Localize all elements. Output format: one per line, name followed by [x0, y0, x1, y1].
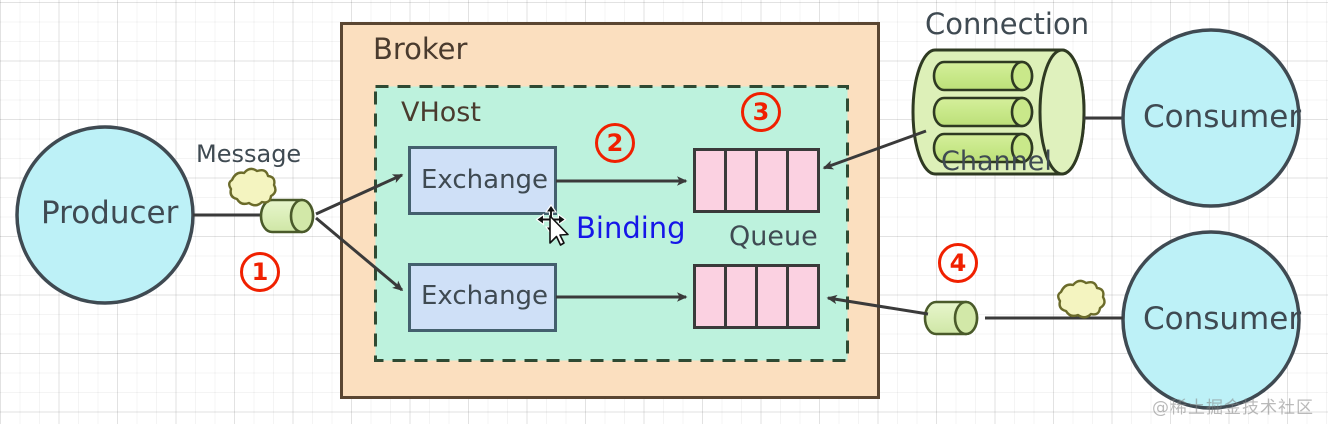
message-label: Message [196, 140, 302, 168]
binding-label: Binding [576, 211, 686, 245]
marker-4: 4 [938, 243, 978, 283]
producer-label: Producer [41, 195, 179, 231]
queue-bottom [693, 264, 820, 329]
marker-3: 3 [741, 92, 781, 132]
exchange-bottom-label: Exchange [421, 281, 549, 311]
marker-1: 1 [240, 252, 280, 292]
channel-producer-cylinder [259, 198, 315, 234]
marker-2: 2 [595, 123, 635, 163]
message-producer-cloud [228, 167, 277, 207]
message-consumer-cloud [1057, 279, 1106, 319]
edge-connection-to-queue-top [822, 129, 927, 170]
broker-label: Broker [373, 32, 468, 66]
channel-label: Channel [941, 146, 1052, 177]
exchange-top-label: Exchange [421, 165, 549, 195]
channel-consumer-cylinder [923, 300, 979, 336]
edge-producer-to-exchange-bottom [315, 216, 404, 292]
vhost-label: VHost [401, 97, 481, 128]
edge-channel-to-queue-bottom [826, 294, 929, 316]
move-cursor-icon [535, 204, 569, 246]
connection-label: Connection [925, 7, 1090, 41]
queue-label: Queue [729, 221, 818, 252]
consumer-bottom-label: Consumer [1143, 301, 1302, 337]
consumer-top-label: Consumer [1143, 99, 1302, 135]
watermark: @稀土掘金技术社区 [1152, 398, 1314, 418]
queue-top [693, 148, 820, 213]
edge-producer-to-exchange-top [315, 173, 404, 216]
